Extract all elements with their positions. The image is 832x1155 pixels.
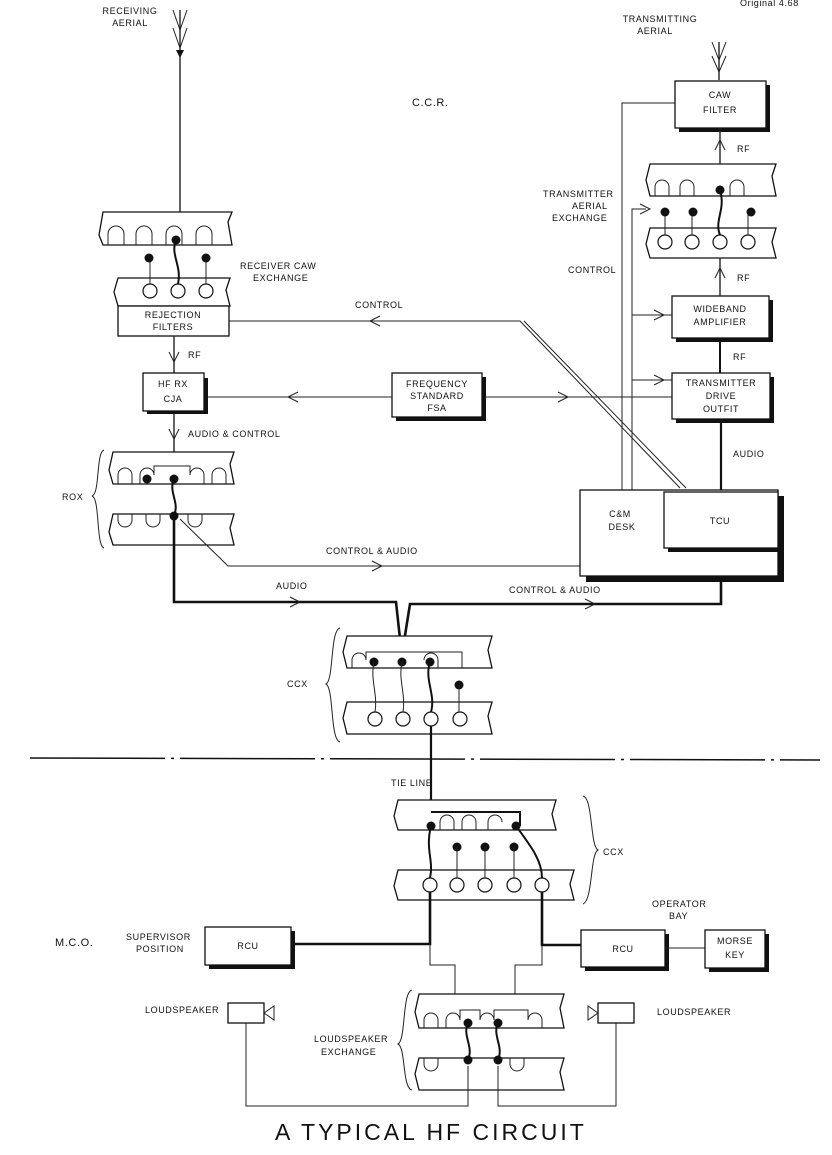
tcu-label: TCU: [710, 516, 730, 526]
operator-bay-label-1: OPERATOR: [652, 899, 706, 909]
loudspeaker-exchange: [414, 993, 565, 1091]
section-divider: [29, 757, 821, 761]
morse-key-box: [704, 929, 766, 969]
rox-exchange: [108, 451, 235, 546]
supervisor-position-label-1: SUPERVISOR: [126, 932, 191, 942]
receiving-aerial-icon: [172, 9, 188, 238]
loudspeaker-exchange-label-2: EXCHANGE: [321, 1047, 376, 1057]
rejection-filters-label-2: FILTERS: [153, 322, 194, 332]
rejection-filters-label-1: REJECTION: [145, 310, 201, 320]
transmitter-drive-box: [671, 372, 771, 420]
rf-label-2: RF: [737, 144, 750, 154]
rf-label-4: RF: [733, 352, 746, 362]
caw-filter-label-2: FILTER: [703, 105, 737, 115]
hf-rx-label-1: HF RX: [158, 379, 188, 389]
diagram-title: A TYPICAL HF CIRCUIT: [275, 1119, 587, 1145]
ccx-upper: [342, 635, 493, 735]
rox-label: ROX: [62, 492, 83, 502]
rcu-supervisor-label: RCU: [237, 941, 258, 951]
receiver-caw-exchange-label-1: RECEIVER CAW: [240, 261, 316, 271]
tcu-box: [663, 491, 779, 549]
wideband-amplifier-label-2: AMPLIFIER: [694, 317, 747, 327]
ccx-lower: [393, 799, 575, 901]
supervisor-position-label-2: POSITION: [136, 944, 184, 954]
transmitter-aerial-exchange-label-2: AERIAL: [572, 201, 608, 211]
ccx-lower-label: CCX: [603, 847, 624, 857]
caw-filter-box: [674, 80, 767, 129]
transmitter-aerial-exchange-label-3: EXCHANGE: [552, 213, 607, 223]
transmitting-aerial-label-1: TRANSMITTING: [623, 14, 698, 24]
operator-bay-label-2: BAY: [669, 911, 688, 921]
loudspeaker-left-icon: [227, 1002, 275, 1024]
transmitter-aerial-exchange-label-1: TRANSMITTER: [543, 189, 614, 199]
control-audio-label-1: CONTROL & AUDIO: [326, 546, 418, 556]
wideband-amplifier-label-1: WIDEBAND: [693, 304, 746, 314]
rejection-filters-box: [117, 305, 230, 337]
transmitter-drive-label-1: TRANSMITTER: [686, 378, 757, 388]
wideband-amplifier-box: [671, 295, 770, 339]
frequency-standard-box: [391, 372, 483, 418]
audio-label-right: AUDIO: [733, 449, 765, 459]
cm-desk-label-1: C&M: [609, 509, 631, 519]
rf-label-1: RF: [188, 350, 201, 360]
receiver-caw-exchange-label-2: EXCHANGE: [253, 273, 308, 283]
ccx-upper-label: CCX: [287, 679, 308, 689]
transmitter-drive-label-2: DRIVE: [706, 391, 737, 401]
frequency-standard-label-2: STANDARD: [410, 391, 464, 401]
frequency-standard-label-1: FREQUENCY: [406, 379, 468, 389]
audio-control-label: AUDIO & CONTROL: [188, 429, 281, 439]
control-label-left: CONTROL: [568, 265, 616, 275]
receiving-aerial-label-2: AERIAL: [112, 18, 148, 28]
hf-rx-box: [142, 372, 205, 412]
control-label-top: CONTROL: [355, 300, 403, 310]
control-audio-label-2: CONTROL & AUDIO: [509, 585, 601, 595]
hf-rx-label-2: CJA: [164, 394, 183, 404]
transmitter-aerial-exchange: [645, 163, 777, 259]
mco-label: M.C.O.: [55, 937, 93, 949]
rcu-operator-box: [580, 929, 666, 968]
transmitter-drive-label-3: OUTFIT: [703, 404, 739, 414]
loudspeaker-exchange-label-1: LOUDSPEAKER: [314, 1034, 388, 1044]
receiver-caw-exchange: [98, 211, 233, 307]
rcu-supervisor-box: [204, 926, 292, 966]
frequency-standard-label-3: FSA: [427, 403, 446, 413]
caw-filter-label-1: CAW: [709, 90, 731, 100]
morse-key-label-2: KEY: [725, 950, 745, 960]
tie-line-label: TIE LINE: [391, 778, 432, 788]
loudspeaker-left-label: LOUDSPEAKER: [145, 1005, 219, 1015]
transmitting-aerial-icon: [711, 41, 727, 80]
ccr-label: C.C.R.: [412, 97, 449, 109]
loudspeaker-right-icon: [587, 1002, 635, 1024]
cm-desk-label-2: DESK: [609, 522, 636, 532]
rcu-operator-label: RCU: [612, 944, 633, 954]
morse-key-label-1: MORSE: [717, 936, 753, 946]
transmitting-aerial-label-2: AERIAL: [637, 26, 673, 36]
receiving-aerial-label-1: RECEIVING: [103, 6, 158, 16]
rf-label-3: RF: [737, 273, 750, 283]
loudspeaker-right-label: LOUDSPEAKER: [657, 1007, 731, 1017]
corner-note: Original 4.68: [740, 0, 799, 8]
audio-label-2: AUDIO: [276, 581, 308, 591]
